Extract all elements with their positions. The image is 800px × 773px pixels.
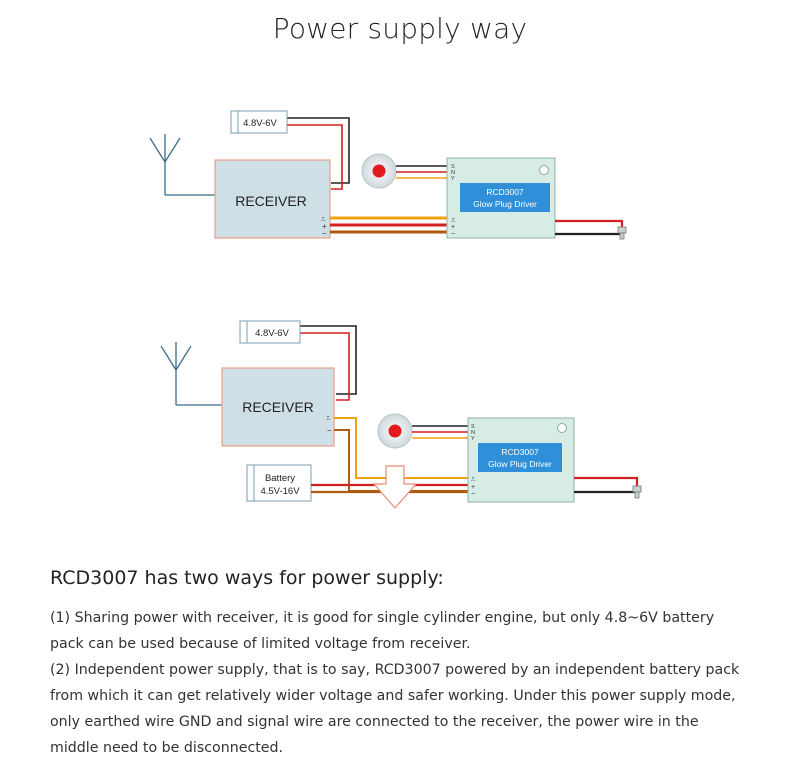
svg-text:−: − [322, 229, 327, 238]
svg-text:+: + [451, 224, 455, 231]
svg-text:⎍: ⎍ [326, 416, 331, 422]
diagram-shared-power: 4.8V-6V RECEIVER ⎍ + − RCD3007 Glow Pl [149, 110, 627, 240]
glow-button [361, 153, 397, 189]
glow-plug-icon [617, 226, 627, 240]
svg-text:⎍: ⎍ [471, 477, 476, 483]
svg-text:N: N [451, 170, 455, 176]
driver-desc-label: Glow Plug Driver [473, 199, 537, 209]
receiver-box: RECEIVER ⎍ + − [214, 159, 331, 239]
svg-text:N: N [471, 430, 475, 436]
section-subheading: RCD3007 has two ways for power supply: [50, 567, 444, 589]
antenna-icon [160, 342, 222, 406]
battery2-name-label: Battery [265, 473, 295, 484]
glow-button [377, 413, 413, 449]
svg-text:−: − [471, 491, 475, 498]
receiver-label: RECEIVER [235, 193, 307, 209]
svg-text:⎍: ⎍ [321, 217, 326, 223]
battery-pack-independent: Battery 4.5V-16V [246, 464, 312, 502]
svg-text:S: S [471, 424, 475, 430]
battery2-voltage-label: 4.5V-16V [260, 486, 300, 497]
power-supply-diagrams: 4.8V-6V RECEIVER ⎍ + − RCD3007 Glow Pl [149, 110, 642, 509]
svg-text:S: S [451, 164, 455, 170]
battery-pack-4-8v: 4.8V-6V [239, 320, 301, 344]
svg-text:+: + [471, 484, 475, 491]
diagram-independent-power: 4.8V-6V RECEIVER ⎍ − Battery 4.5V-16V [160, 320, 642, 509]
driver-desc-label: Glow Plug Driver [488, 459, 552, 469]
down-arrow-icon [372, 465, 418, 509]
receiver-box: RECEIVER ⎍ − [221, 367, 335, 447]
battery-voltage-label: 4.8V-6V [255, 328, 289, 339]
battery-voltage-label: 4.8V-6V [243, 118, 277, 129]
svg-text:Y: Y [451, 176, 455, 182]
svg-text:−: − [451, 231, 455, 238]
page-title: Power supply way [272, 12, 528, 45]
svg-text:⎍: ⎍ [451, 218, 456, 224]
rcd3007-driver: RCD3007 Glow Plug Driver S N Y ⎍ + − [446, 157, 556, 239]
rcd3007-driver: RCD3007 Glow Plug Driver S N Y ⎍ + − [467, 417, 575, 503]
receiver-label: RECEIVER [242, 399, 314, 415]
svg-text:Y: Y [471, 436, 475, 442]
svg-text:−: − [327, 426, 332, 435]
antenna-icon [149, 134, 215, 196]
paragraph-shared-power: (1) Sharing power with receiver, it is g… [50, 610, 715, 652]
driver-model-label: RCD3007 [501, 447, 539, 457]
driver-model-label: RCD3007 [486, 187, 524, 197]
paragraph-independent-power: (2) Independent power supply, that is to… [50, 662, 740, 756]
svg-text:+: + [322, 222, 327, 231]
glow-plug-icon [632, 485, 642, 499]
battery-pack-4-8v: 4.8V-6V [230, 110, 288, 134]
